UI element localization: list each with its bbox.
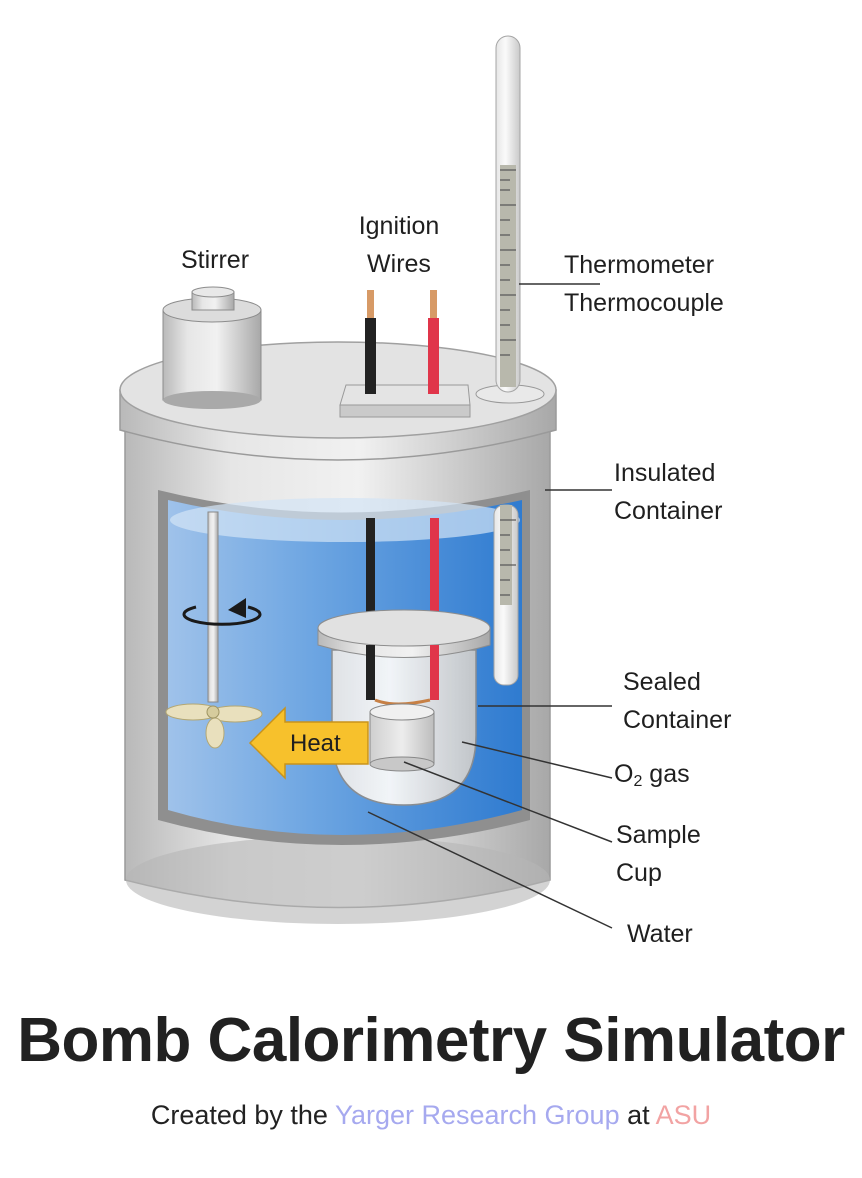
o2-gas-label: O2 gas bbox=[614, 760, 690, 790]
asu-link[interactable]: ASU bbox=[655, 1100, 712, 1130]
heat-label: Heat bbox=[290, 730, 341, 757]
credit-middle: at bbox=[619, 1100, 656, 1130]
leader-lines bbox=[367, 283, 613, 929]
thermometer-label-line2: Thermocouple bbox=[564, 289, 724, 317]
rotation-arrow-icon bbox=[182, 598, 262, 626]
ignition-terminal-block bbox=[339, 384, 471, 418]
sealed-container-label-line1: Sealed bbox=[623, 668, 701, 696]
page-title: Bomb Calorimetry Simulator bbox=[17, 1006, 845, 1075]
credit-prefix: Created by the bbox=[150, 1100, 335, 1130]
sample-cup-label-line2: Cup bbox=[616, 859, 662, 887]
thermometer-label-line1: Thermometer bbox=[564, 251, 714, 279]
stirrer-label: Stirrer bbox=[181, 246, 249, 274]
sample-cup-label-line1: Sample bbox=[616, 821, 701, 849]
insulated-container-label-line2: Container bbox=[614, 497, 722, 525]
sealed-container-label-line2: Container bbox=[623, 706, 731, 734]
stirrer bbox=[162, 286, 263, 749]
water-label: Water bbox=[627, 920, 693, 948]
ignition-wires-label-line1: Ignition bbox=[359, 212, 440, 240]
sample-cup bbox=[369, 703, 435, 772]
bomb-calorimeter-diagram: Heat Stirrer Ignition Wires Thermometer … bbox=[119, 35, 731, 948]
credit-line: Created by the Yarger Research Group at … bbox=[0, 1100, 862, 1131]
yarger-group-link[interactable]: Yarger Research Group bbox=[334, 1100, 620, 1130]
insulated-container-label-line1: Insulated bbox=[614, 459, 715, 487]
ignition-wires bbox=[365, 290, 439, 626]
thermometer bbox=[475, 35, 545, 686]
sealed-container bbox=[317, 609, 491, 806]
ignition-wires-label-line2: Wires bbox=[367, 250, 431, 278]
heat-arrow-icon bbox=[248, 706, 369, 780]
